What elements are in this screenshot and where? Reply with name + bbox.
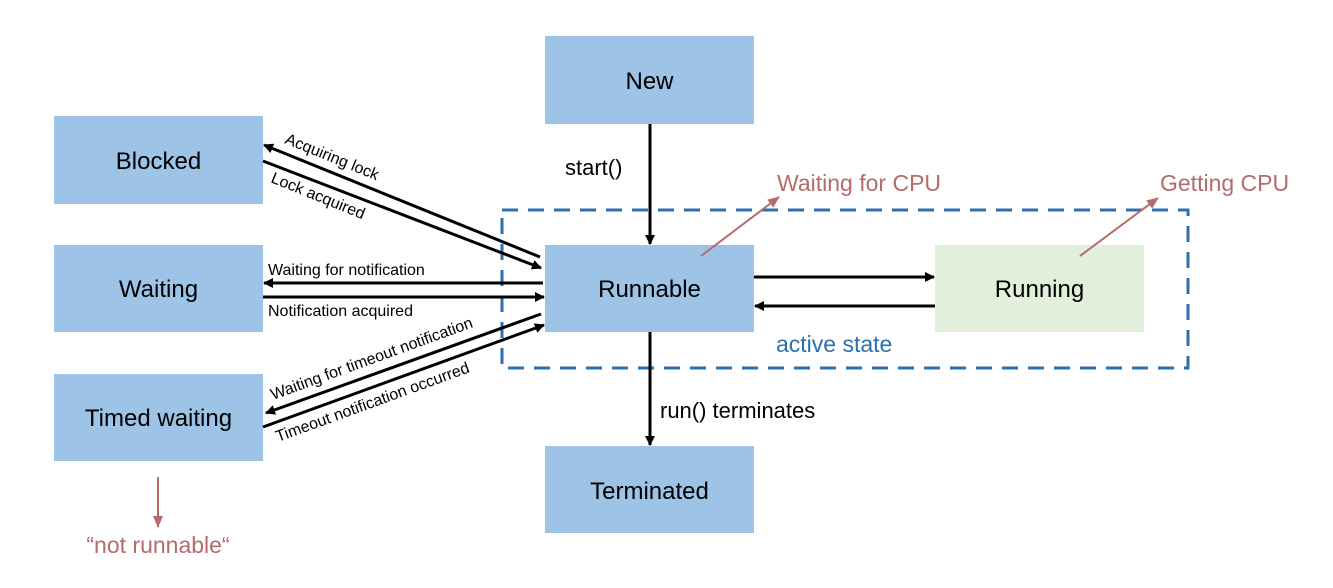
arrow-timeout-occurred [262,323,545,429]
state-blocked[interactable]: Blocked [54,116,263,204]
label-timeout-occurred: Timeout notification occurred [274,360,472,446]
state-new[interactable]: New [545,36,754,124]
annotation-active-state: active state [776,331,892,357]
arrow-waiting-for-timeout [265,312,542,415]
state-terminated-label: Terminated [590,478,709,505]
pointer-waiting-for-cpu [700,196,780,257]
label-start: start() [565,155,622,180]
label-waiting-for-notification: Waiting for notification [268,262,425,279]
active-state-region [500,208,1190,370]
label-run-terminates: run() terminates [660,398,815,423]
state-waiting[interactable]: Waiting [54,245,263,332]
arrow-acquiring-lock [263,143,541,259]
state-new-label: New [625,68,674,95]
pointer-getting-cpu [1079,197,1159,257]
annotation-not-runnable: “not runnable“ [86,532,229,558]
state-waiting-label: Waiting [119,276,198,303]
state-timed-waiting[interactable]: Timed waiting [54,374,263,461]
label-waiting-for-timeout: Waiting for timeout notification [269,315,476,404]
annotation-getting-cpu: Getting CPU [1160,170,1289,196]
state-running-label: Running [995,276,1084,303]
state-blocked-label: Blocked [116,148,201,175]
state-runnable[interactable]: Runnable [545,245,754,332]
state-running[interactable]: Running [935,245,1144,332]
arrow-lock-acquired [262,159,542,270]
label-notification-acquired: Notification acquired [268,303,413,320]
state-timed-waiting-label: Timed waiting [85,405,232,432]
state-runnable-label: Runnable [598,276,701,303]
state-terminated[interactable]: Terminated [545,446,754,533]
annotation-waiting-for-cpu: Waiting for CPU [777,170,941,196]
